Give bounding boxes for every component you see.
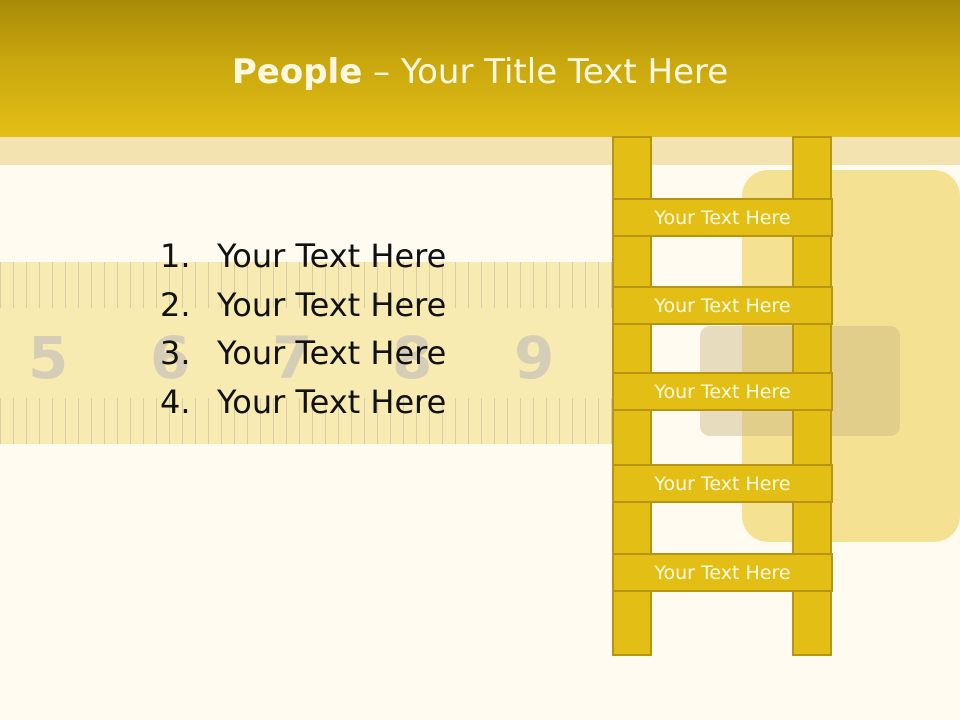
title-bold-part: People [231, 52, 363, 92]
list-item-text: Your Text Here [217, 382, 447, 421]
ladder-rung: Your Text Here [612, 198, 833, 237]
title-bar: People – Your Title Text Here [0, 0, 960, 137]
tape-ticks-bottom [0, 398, 612, 444]
list-item-text: Your Text Here [217, 237, 447, 275]
tape-ticks-top [0, 262, 612, 308]
ladder-rung: Your Text Here [612, 464, 833, 503]
list-number: 4. [160, 382, 191, 421]
tape-measure-image: 5 6 7 8 9 [0, 262, 612, 444]
ladder-rung: Your Text Here [612, 286, 833, 325]
slide-title: People – Your Title Text Here [0, 52, 960, 92]
tape-number: 8 [392, 324, 433, 392]
title-rest-part: – Your Title Text Here [362, 52, 729, 92]
list-number: 1. [160, 237, 191, 275]
list-item-text: Your Text Here [217, 334, 447, 372]
ladder-rung: Your Text Here [612, 553, 833, 592]
list-item: 2. Your Text Here [160, 281, 446, 330]
ladder-rung: Your Text Here [612, 372, 833, 411]
tape-number: 9 [514, 324, 555, 392]
list-item: 4. Your Text Here [160, 378, 446, 427]
list-number: 3. [160, 334, 191, 372]
tape-number: 5 [28, 324, 69, 392]
tape-number: 7 [272, 324, 313, 392]
list-item: 1. Your Text Here [160, 232, 446, 281]
numbered-list: 1. Your Text Here 2. Your Text Here 3. Your… [160, 232, 446, 426]
list-item: 3. Your Text Here [160, 329, 446, 378]
list-number: 2. [160, 285, 191, 324]
list-item-text: Your Text Here [217, 285, 447, 324]
tape-number: 6 [150, 324, 191, 392]
